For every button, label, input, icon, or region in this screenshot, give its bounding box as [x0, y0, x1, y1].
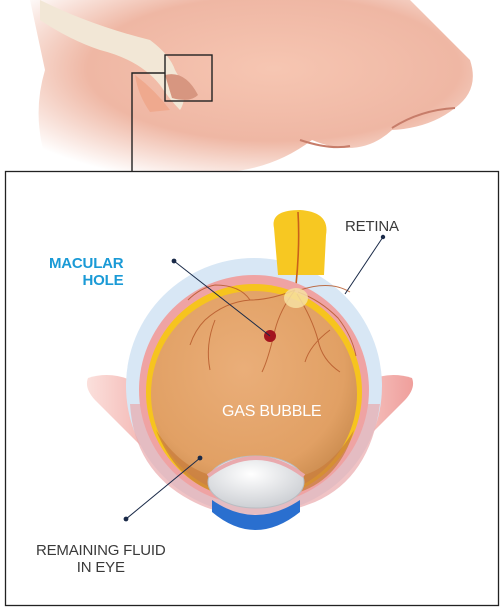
label-remaining-fluid-line1: REMAINING FLUID	[36, 542, 166, 559]
label-macular-hole: MACULAR HOLE	[49, 255, 123, 289]
label-macular-hole-line1: MACULAR	[49, 255, 123, 272]
lens-cornea	[208, 456, 304, 530]
label-remaining-fluid-line2: IN EYE	[36, 559, 166, 576]
face-profile-icon	[30, 0, 473, 172]
label-macular-hole-line2: HOLE	[49, 272, 123, 289]
optic-nerve	[274, 210, 327, 275]
label-retina: RETINA	[345, 218, 399, 235]
label-gas-bubble: GAS BUBBLE	[222, 403, 321, 420]
label-remaining-fluid: REMAINING FLUID IN EYE	[36, 542, 166, 576]
optic-disc	[284, 288, 308, 308]
